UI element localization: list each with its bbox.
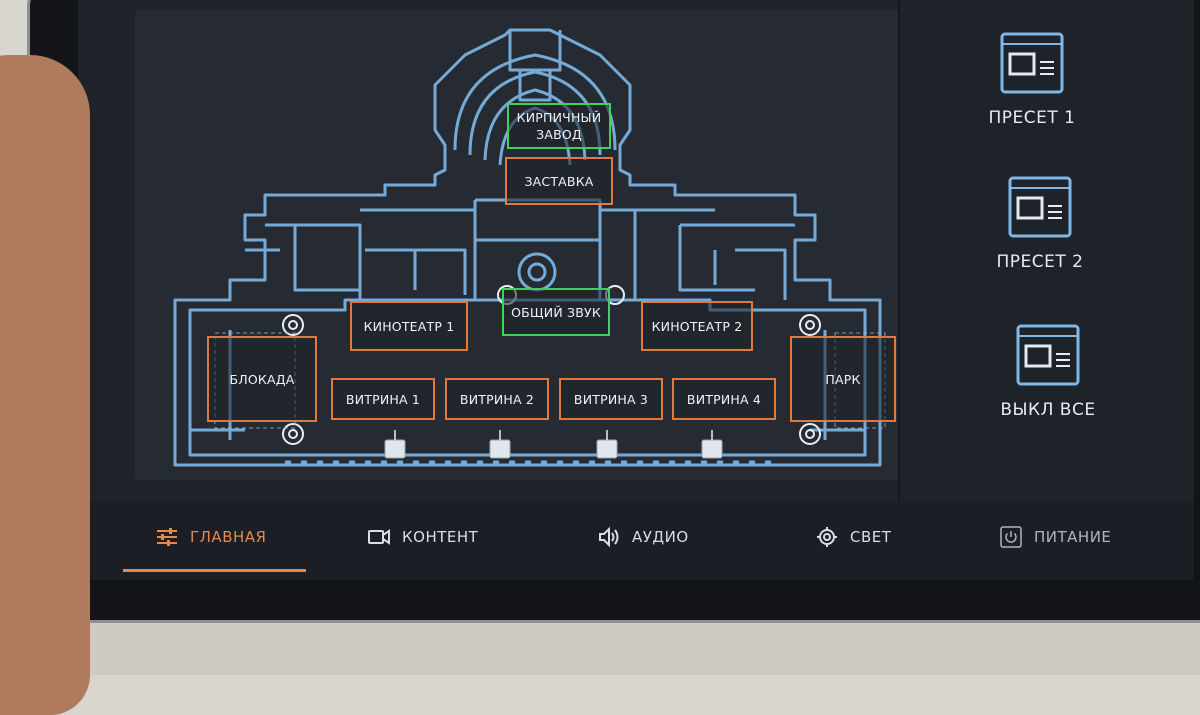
sliders-icon [157,528,177,546]
all-off-label: ВЫКЛ ВСЕ [1000,400,1096,420]
nav-light-label: СВЕТ [850,528,892,546]
bottom-navigation: ГЛАВНАЯ КОНТЕНТ АУДИО [78,502,1194,580]
hand [0,55,90,715]
zone-cinema-2[interactable]: КИНОТЕАТР 2 [641,301,753,351]
screen: КИРПИЧНЫЙ ЗАВОД ЗАСТАВКА ОБЩИЙ ЗВУК КИНО… [78,0,1194,580]
speaker-icon [599,526,619,548]
floor-plan-panel: КИРПИЧНЫЙ ЗАВОД ЗАСТАВКА ОБЩИЙ ЗВУК КИНО… [135,10,899,480]
panel-divider [898,0,900,500]
nav-power[interactable]: ПИТАНИЕ [1000,502,1111,572]
layout-icon [1016,324,1080,386]
preset-1-button[interactable]: ПРЕСЕТ 1 [952,32,1112,128]
layout-icon [1008,176,1072,238]
zone-brick-factory[interactable]: КИРПИЧНЫЙ ЗАВОД [507,103,611,149]
zone-showcase-3[interactable]: ВИТРИНА 3 [559,378,663,420]
gear-icon [817,527,837,547]
zone-general-sound[interactable]: ОБЩИЙ ЗВУК [502,288,610,336]
zone-showcase-1[interactable]: ВИТРИНА 1 [331,378,435,420]
preset-2-label: ПРЕСЕТ 2 [996,252,1084,272]
zone-showcase-4[interactable]: ВИТРИНА 4 [672,378,776,420]
nav-content-label: КОНТЕНТ [402,528,479,546]
nav-main[interactable]: ГЛАВНАЯ [122,502,308,572]
power-icon [1000,526,1022,548]
video-camera-icon [368,529,390,545]
nav-audio[interactable]: АУДИО [598,502,689,572]
tablet-frame: КИРПИЧНЫЙ ЗАВОД ЗАСТАВКА ОБЩИЙ ЗВУК КИНО… [30,0,1200,620]
nav-content[interactable]: КОНТЕНТ [368,502,478,572]
zone-park[interactable]: ПАРК [790,336,896,422]
nav-power-label: ПИТАНИЕ [1034,528,1112,546]
all-off-button[interactable]: ВЫКЛ ВСЕ [968,324,1128,420]
nav-light[interactable]: СВЕТ [816,502,891,572]
zone-showcase-2[interactable]: ВИТРИНА 2 [445,378,549,420]
zone-blockade[interactable]: БЛОКАДА [207,336,317,422]
zone-screensaver[interactable]: ЗАСТАВКА [505,157,613,205]
layout-icon [1000,32,1064,94]
nav-main-label: ГЛАВНАЯ [190,528,267,546]
zone-cinema-1[interactable]: КИНОТЕАТР 1 [350,301,468,351]
preset-1-label: ПРЕСЕТ 1 [988,108,1076,128]
nav-audio-label: АУДИО [632,528,689,546]
preset-2-button[interactable]: ПРЕСЕТ 2 [960,176,1120,272]
